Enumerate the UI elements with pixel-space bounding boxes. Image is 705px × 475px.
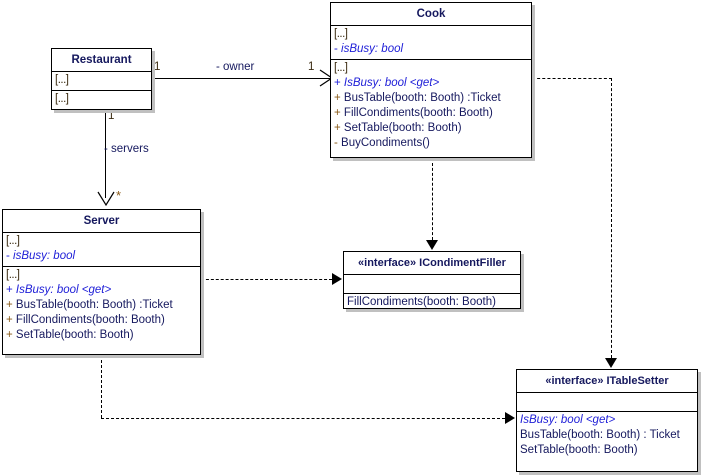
realization-arrowhead-cook-icondimentfiller xyxy=(426,240,443,258)
operation-row: FillCondiments(booth: Booth) xyxy=(347,296,496,308)
realization-line-server-itablesetter-horizontal xyxy=(101,418,505,419)
operation-row: + IsBusy: bool <get> xyxy=(3,283,200,298)
operation-row: + FillCondiments(booth: Booth) xyxy=(3,313,200,328)
realization-line-server-itablesetter-vertical xyxy=(101,355,102,418)
visibility-marker: + xyxy=(334,122,341,134)
visibility-marker: + xyxy=(334,92,341,104)
member-text: SetTable(booth: Booth) xyxy=(343,122,462,134)
operation-row: IsBusy: bool <get> xyxy=(520,414,616,426)
class-title-restaurant: Restaurant xyxy=(52,49,151,72)
operation-row: BusTable(booth: Booth) : Ticket xyxy=(520,429,680,441)
operation-row: + BusTable(booth: Booth) :Ticket xyxy=(331,91,531,106)
attribute-row: [...] xyxy=(55,74,69,86)
interface-box-icondimentfiller[interactable]: «interface» ICondimentFiller FillCondime… xyxy=(343,251,521,309)
class-box-cook[interactable]: Cook [...] - isBusy: bool [...] + IsBusy… xyxy=(330,2,532,158)
association-multiplicity-servers-source: 1 xyxy=(108,110,115,122)
association-label-owner: - owner xyxy=(216,61,255,73)
realization-arrowhead-server-icondimentfiller xyxy=(332,273,350,290)
operation-row: - BuyCondiments() xyxy=(331,136,531,151)
interface-title-icondimentfiller: «interface» ICondimentFiller xyxy=(344,252,520,275)
attributes-compartment-restaurant: [...] xyxy=(52,72,151,91)
attributes-compartment-cook: [...] - isBusy: bool xyxy=(331,26,531,60)
realization-arrowhead-server-itablesetter xyxy=(505,412,523,429)
attributes-compartment-icondimentfiller xyxy=(344,275,520,294)
visibility-marker: + xyxy=(334,107,341,119)
attribute-row: [...] xyxy=(334,28,348,40)
operation-row: [...] xyxy=(55,93,69,105)
operation-row: + FillCondiments(booth: Booth) xyxy=(331,106,531,121)
member-text: FillCondiments(booth: Booth) xyxy=(343,107,493,119)
class-title-cook: Cook xyxy=(331,3,531,26)
association-label-servers: - servers xyxy=(104,143,149,155)
operations-compartment-server: [...] + IsBusy: bool <get> + BusTable(bo… xyxy=(3,267,200,345)
member-text: IsBusy: bool <get> xyxy=(343,77,440,89)
association-multiplicity-owner-source: 1 xyxy=(154,61,161,73)
interface-box-itablesetter[interactable]: «interface» ITableSetter IsBusy: bool <g… xyxy=(516,369,698,472)
attributes-compartment-server: [...] - isBusy: bool xyxy=(3,233,200,267)
operation-row: + SetTable(booth: Booth) xyxy=(3,328,200,343)
visibility-marker: + xyxy=(6,329,13,341)
operation-row: + BusTable(booth: Booth) :Ticket xyxy=(3,298,200,313)
operation-row: + SetTable(booth: Booth) xyxy=(331,121,531,136)
visibility-marker: + xyxy=(334,77,341,89)
realization-line-cook-icondimentfiller xyxy=(432,158,433,240)
member-text: isBusy: bool xyxy=(13,250,76,262)
operations-compartment-cook: [...] + IsBusy: bool <get> + BusTable(bo… xyxy=(331,60,531,153)
association-arrowhead-servers xyxy=(97,191,115,207)
member-text: FillCondiments(booth: Booth) xyxy=(15,314,165,326)
attribute-row: - isBusy: bool xyxy=(3,249,200,264)
visibility-marker: + xyxy=(6,284,13,296)
empty-row xyxy=(517,394,697,409)
operation-row: [...] xyxy=(334,62,348,74)
operations-compartment-restaurant: [...] xyxy=(52,91,151,109)
interface-title-itablesetter: «interface» ITableSetter xyxy=(517,370,697,393)
realization-line-server-icondimentfiller xyxy=(201,279,332,280)
member-text: SetTable(booth: Booth) xyxy=(15,329,134,341)
attribute-row: [...] xyxy=(6,235,20,247)
association-multiplicity-servers-target: * xyxy=(116,188,122,203)
visibility-marker: - xyxy=(334,137,338,149)
class-box-restaurant[interactable]: Restaurant [...] [...] xyxy=(51,48,152,110)
visibility-marker: + xyxy=(6,314,13,326)
member-text: isBusy: bool xyxy=(341,43,404,55)
realization-line-cook-itablesetter-vertical xyxy=(611,78,612,358)
operations-compartment-itablesetter: IsBusy: bool <get> BusTable(booth: Booth… xyxy=(517,412,697,460)
visibility-marker: - xyxy=(6,250,10,262)
operation-row: [...] xyxy=(6,269,20,281)
member-text: IsBusy: bool <get> xyxy=(15,284,112,296)
visibility-marker: + xyxy=(6,299,13,311)
operation-row: + IsBusy: bool <get> xyxy=(331,76,531,91)
operation-row: SetTable(booth: Booth) xyxy=(520,444,638,456)
operations-compartment-icondimentfiller: FillCondiments(booth: Booth) xyxy=(344,294,520,312)
member-text: BusTable(booth: Booth) :Ticket xyxy=(343,92,501,104)
attributes-compartment-itablesetter xyxy=(517,393,697,412)
class-title-server: Server xyxy=(3,210,200,233)
attribute-row: - isBusy: bool xyxy=(331,42,531,57)
association-multiplicity-owner-target: 1 xyxy=(308,61,315,73)
association-line-owner xyxy=(152,78,330,79)
empty-row xyxy=(344,276,520,291)
realization-arrowhead-cook-itablesetter xyxy=(605,358,622,376)
member-text: BusTable(booth: Booth) :Ticket xyxy=(15,299,173,311)
realization-line-cook-itablesetter-horizontal xyxy=(532,78,612,79)
class-box-server[interactable]: Server [...] - isBusy: bool [...] + IsBu… xyxy=(2,209,201,355)
member-text: BuyCondiments() xyxy=(341,137,430,149)
visibility-marker: - xyxy=(334,43,338,55)
association-line-servers xyxy=(105,110,106,198)
